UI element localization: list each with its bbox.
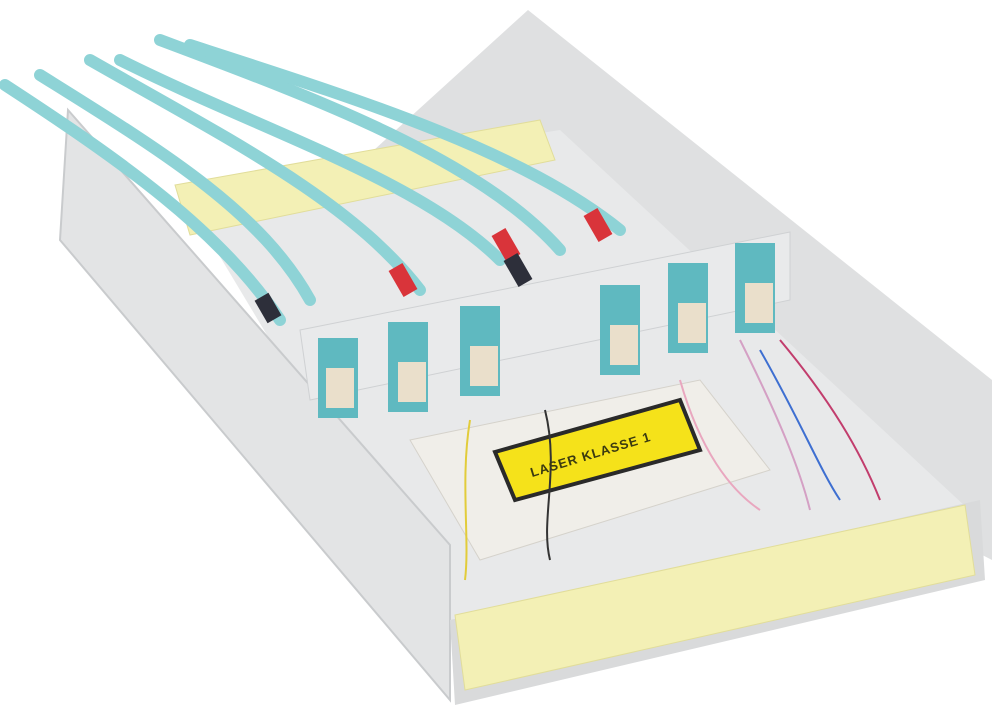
fiber-cables xyxy=(0,34,626,326)
foam-pad-front xyxy=(454,504,976,691)
sc-adapters xyxy=(318,243,775,418)
laser-warning-label xyxy=(492,397,703,503)
connector-boots xyxy=(254,208,613,324)
colored-fibers xyxy=(464,339,881,581)
